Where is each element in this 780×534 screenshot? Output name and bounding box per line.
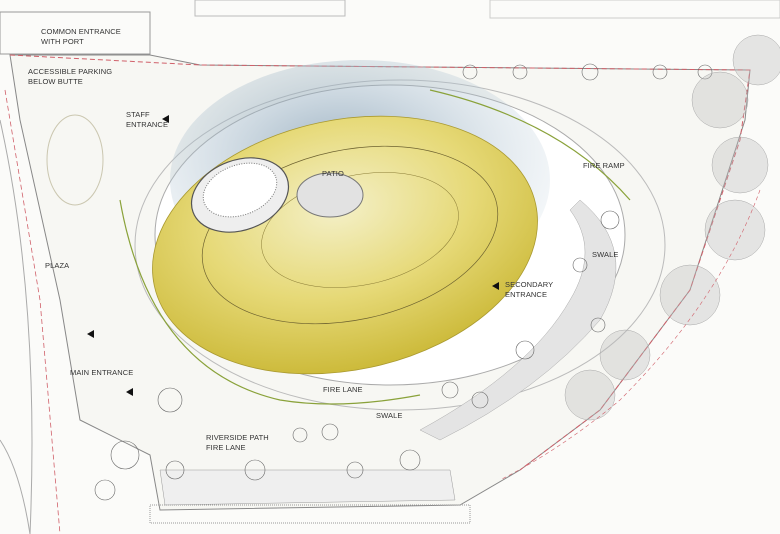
large-trees <box>564 34 780 421</box>
swale <box>419 199 617 441</box>
label-patio: PATIO <box>322 169 344 178</box>
property-line <box>4 89 61 534</box>
label-riverside-path: RIVERSIDE PATH FIRE LANE <box>206 433 269 452</box>
label-accessible-parking: ACCESSIBLE PARKING BELOW BUTTE <box>28 67 113 86</box>
patio-area <box>296 172 364 218</box>
label-swale-east: SWALE <box>592 250 619 259</box>
main-entrance-arrow-icon <box>87 330 94 338</box>
building-outline <box>194 0 346 17</box>
walkway <box>119 199 421 405</box>
riverside-path <box>159 469 456 506</box>
label-plaza: PLAZA <box>45 261 70 270</box>
secondary-entrance-arrow-icon <box>492 282 499 290</box>
label-secondary-entrance: SECONDARY ENTRANCE <box>505 280 554 299</box>
staff-entrance-arrow-icon <box>162 115 169 123</box>
label-swale-south: SWALE <box>376 411 403 420</box>
label-fire-lane: FIRE LANE <box>323 385 363 394</box>
label-fire-ramp: FIRE RAMP <box>583 161 625 170</box>
entrance-port <box>0 11 151 55</box>
label-staff-entrance: STAFF ENTRANCE <box>126 110 169 129</box>
main-entrance-arrow-icon <box>126 388 133 396</box>
building-outline <box>489 0 780 19</box>
label-main-entrance: MAIN ENTRANCE <box>70 368 134 377</box>
bottom-stairs <box>149 504 471 524</box>
label-common-entrance: COMMON ENTRANCE WITH PORT <box>41 27 121 46</box>
parking-oval <box>46 114 104 206</box>
trees <box>94 63 713 501</box>
property-line <box>9 54 751 471</box>
